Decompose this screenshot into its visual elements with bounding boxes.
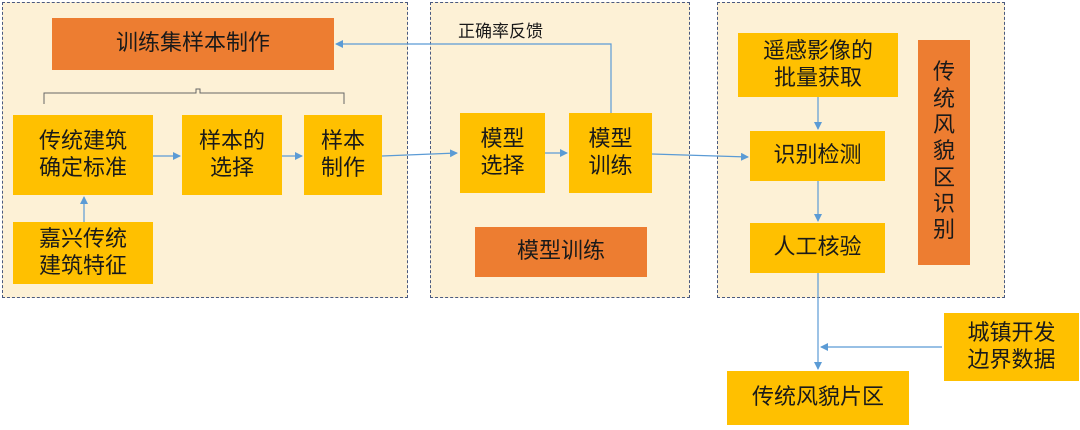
result-box: 传统风貌片区 [727,371,909,425]
arrow-feedback [335,40,612,113]
making-box: 样本 制作 [304,115,382,195]
arrow-train-to-detect [651,152,749,161]
features-box: 嘉兴传统 建筑特征 [13,222,153,284]
image-acquire-box: 遥感影像的 批量获取 [738,33,898,97]
group-brace [43,88,345,104]
criteria-box: 传统建筑 确定标准 [13,115,153,195]
style-area-recognition-label: 传 统 风 貌 区 识 别 [918,40,970,265]
arrow-making-to-model-select [381,149,458,158]
model-train-box: 模型 训练 [569,113,652,193]
verify-box: 人工核验 [750,223,885,273]
model-training-label: 模型训练 [475,227,647,277]
feedback-label: 正确率反馈 [458,22,543,42]
model-select-box: 模型 选择 [460,113,545,193]
detect-box: 识别检测 [750,131,885,181]
selection-box: 样本的 选择 [182,115,282,195]
boundary-data-box: 城镇开发 边界数据 [944,313,1079,381]
sample-making-header: 训练集样本制作 [52,18,334,70]
